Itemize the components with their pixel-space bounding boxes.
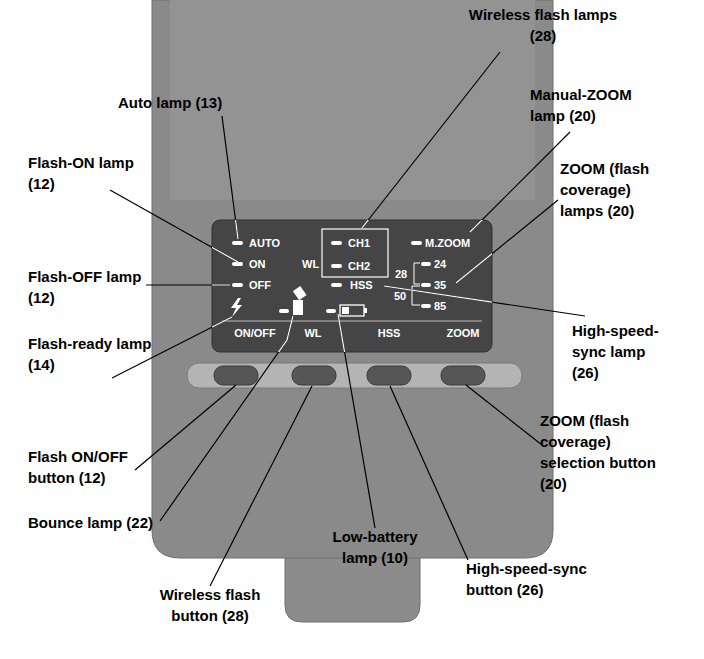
leader-line xyxy=(222,116,238,239)
panel-marking: ON xyxy=(249,258,266,270)
leader-line xyxy=(160,316,293,521)
leader-line xyxy=(135,385,236,470)
callout-label: ZOOM (flash coverage) lamps (20) xyxy=(560,158,665,221)
leader-line xyxy=(212,284,230,285)
lamp-dots xyxy=(232,241,431,313)
panel-marking: 35 xyxy=(434,279,446,291)
button-rail xyxy=(187,363,522,388)
housing-upper-band xyxy=(170,0,535,200)
battery-icon xyxy=(340,305,367,316)
leader-line xyxy=(338,314,375,352)
leader-line xyxy=(210,386,312,586)
panel-marking: ON/OFF xyxy=(234,327,276,339)
callout-label: Flash-OFF lamp (12) xyxy=(28,266,153,308)
wireless-bracket-box xyxy=(322,229,388,277)
callout-label: Low-battery lamp (10) xyxy=(320,526,430,568)
panel-marking: HSS xyxy=(350,279,373,291)
flash-housing xyxy=(152,0,553,558)
leader-line xyxy=(456,220,492,283)
callout-label: High-speed-sync button (26) xyxy=(466,558,601,600)
leader-line xyxy=(470,132,570,232)
callout-label: Flash-ON lamp (12) xyxy=(28,152,148,194)
leader-line xyxy=(212,220,238,262)
panel-marking: ZOOM xyxy=(447,327,480,339)
leader-line xyxy=(384,286,585,316)
leader-line xyxy=(456,200,558,283)
flash-ready-symbol xyxy=(231,298,242,317)
leader-line xyxy=(222,220,238,239)
panel-marking: 50 xyxy=(394,290,406,302)
callout-label: High-speed-sync lamp (26) xyxy=(572,320,672,383)
panel-marking: 24 xyxy=(434,258,446,270)
callout-label: Wireless flash lamps (28) xyxy=(468,4,618,46)
leader-line xyxy=(470,220,492,232)
callout-label: Manual-ZOOM lamp (20) xyxy=(530,84,660,126)
leader-line xyxy=(212,316,293,352)
leader-line xyxy=(338,314,375,528)
panel-marking: 28 xyxy=(395,268,407,280)
bounce-icon xyxy=(293,286,307,315)
leader-line xyxy=(146,284,230,285)
panel-divider xyxy=(222,321,482,322)
zoom-bracket xyxy=(414,263,420,284)
panel-marking: CH2 xyxy=(348,260,370,272)
leader-line xyxy=(362,52,500,228)
panel-marking: 85 xyxy=(434,300,446,312)
leader-line xyxy=(212,317,232,352)
panel-marking: AUTO xyxy=(249,237,280,249)
callout-label: ZOOM (flash coverage) selection button (… xyxy=(540,410,675,494)
panel-marking: M.ZOOM xyxy=(425,237,470,249)
panel-marking: HSS xyxy=(378,327,401,339)
callout-label: Wireless flash button (28) xyxy=(140,584,280,626)
panel-marking: CH1 xyxy=(348,237,370,249)
leader-line xyxy=(362,220,492,228)
callout-label: Bounce lamp (22) xyxy=(28,512,188,533)
leader-line xyxy=(466,385,542,445)
zoom-bracket xyxy=(412,286,420,305)
panel-marking: WL xyxy=(302,258,319,270)
callout-label: Flash ON/OFF button (12) xyxy=(28,446,148,488)
callout-label: Auto lamp (13) xyxy=(118,92,268,113)
panel-marking: WL xyxy=(304,327,321,339)
control-panel xyxy=(212,220,492,352)
callout-label: Flash-ready lamp (14) xyxy=(28,333,168,375)
panel-marking: OFF xyxy=(249,279,271,291)
leader-line xyxy=(110,190,238,262)
